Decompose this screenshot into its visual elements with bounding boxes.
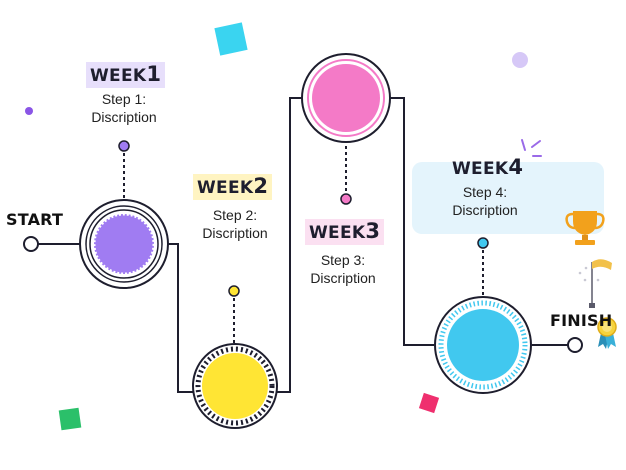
- medal-icon: [597, 317, 617, 349]
- decorative-square-cyan: [214, 22, 248, 56]
- connector-dot-week-2: [228, 285, 240, 297]
- week-3-number: 3: [365, 219, 381, 243]
- week-2-description: Discription: [202, 225, 268, 241]
- connector-dot-week-3: [340, 193, 352, 205]
- week-3-title-text: WEEK: [309, 223, 366, 243]
- week-1-step-label: Step 1:: [101, 91, 147, 107]
- week-3-title: WEEK3: [305, 219, 385, 245]
- connector-dot-week-4: [477, 237, 489, 249]
- week-2-step: Step 2: Discription: [180, 206, 290, 242]
- week-2-number: 2: [253, 174, 269, 198]
- week-1-title: WEEK1: [86, 62, 166, 88]
- week-3-step: Step 3: Discription: [288, 251, 398, 287]
- week-1-title-text: WEEK: [90, 66, 147, 86]
- sparkle-icon: [521, 139, 542, 157]
- decorative-square-green: [58, 407, 82, 431]
- week-2-title-text: WEEK: [197, 178, 254, 198]
- decorative-dot-lilac: [512, 52, 528, 68]
- week-1-number: 1: [146, 62, 162, 86]
- week-4-step: Step 4: Discription: [430, 183, 540, 219]
- week-4-number: 4: [508, 155, 524, 179]
- decorative-dot-purple: [25, 107, 33, 115]
- week-1-step: Step 1: Discription: [69, 90, 179, 126]
- week-4-description: Discription: [452, 202, 518, 218]
- week-1-description: Discription: [91, 109, 157, 125]
- flag-icon: [578, 259, 612, 308]
- trophy-icon: [565, 211, 605, 245]
- connector-dot-week-1: [118, 140, 130, 152]
- week-3-description: Discription: [310, 270, 376, 286]
- week-3-circle: [301, 53, 391, 143]
- week-2-circle: [192, 343, 278, 429]
- week-2-title: WEEK2: [193, 174, 273, 200]
- finish-label: FINISH: [550, 311, 613, 330]
- finish-node: [567, 337, 583, 353]
- connector-lines: [123, 146, 484, 345]
- week-4-circle: [434, 296, 532, 394]
- week-2-step-label: Step 2:: [212, 207, 258, 223]
- roadmap-path-line: [38, 97, 568, 393]
- start-node: [23, 236, 39, 252]
- week-4-step-label: Step 4:: [462, 184, 508, 200]
- week-4-title: WEEK4: [448, 155, 527, 181]
- decorative-square-pink: [418, 392, 440, 414]
- week-1-circle: [79, 199, 169, 289]
- start-label: START: [6, 210, 64, 229]
- week-3-step-label: Step 3:: [320, 252, 366, 268]
- week-4-panel: [412, 162, 604, 234]
- week-4-title-text: WEEK: [452, 159, 509, 179]
